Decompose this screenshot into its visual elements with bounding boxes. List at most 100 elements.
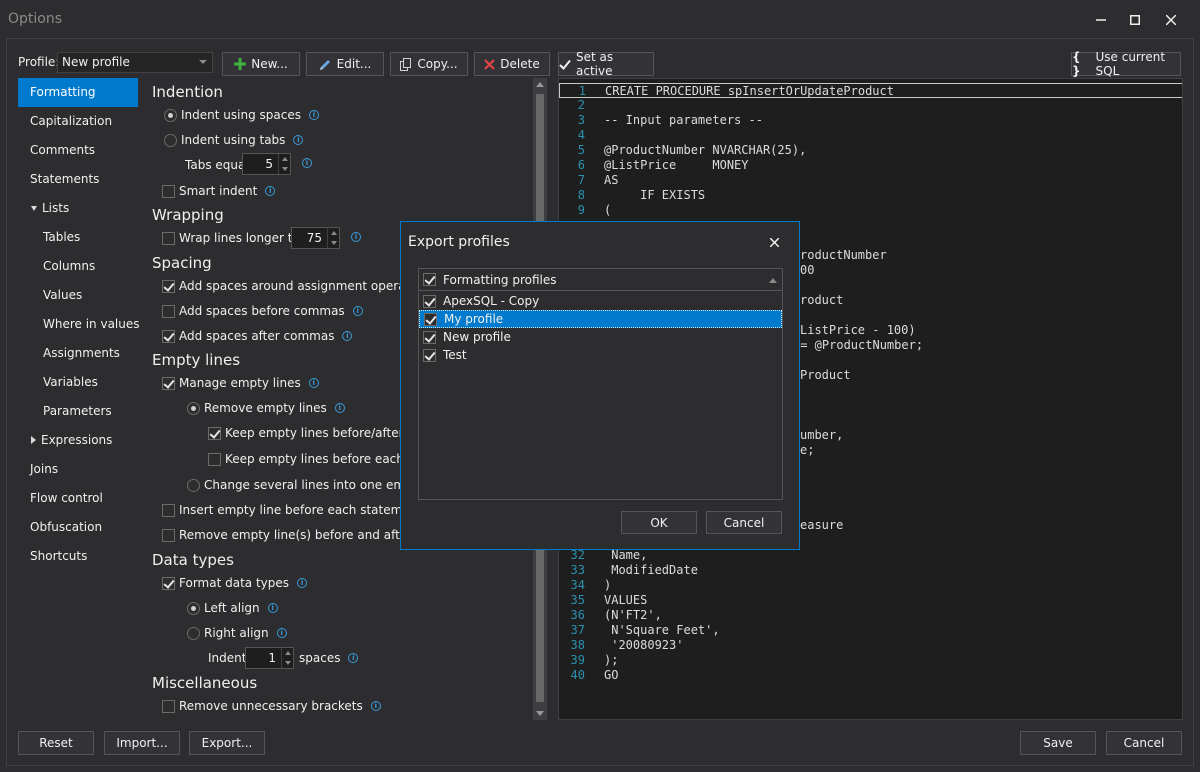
nav-item-capitalization[interactable]: Capitalization <box>30 114 113 128</box>
export-button[interactable]: Export... <box>189 731 265 755</box>
dialog-cancel-button[interactable]: Cancel <box>706 511 782 534</box>
profile-row[interactable]: My profile <box>419 310 782 328</box>
code-line: 3-- Input parameters -- <box>577 113 763 127</box>
profile-select[interactable]: New profile <box>57 52 213 73</box>
import-button[interactable]: Import... <box>104 731 180 755</box>
nav-item-variables[interactable]: Variables <box>43 375 98 389</box>
format-datatypes-checkbox[interactable] <box>162 576 175 590</box>
profile-checkbox[interactable] <box>424 312 437 326</box>
nav-item-expressions[interactable]: Expressions <box>18 426 138 455</box>
dialog-close-button[interactable] <box>764 232 784 252</box>
tabs-equal-stepper[interactable]: 5 <box>242 153 291 175</box>
indent-spaces-radio[interactable] <box>164 108 177 122</box>
remove-brackets-checkbox[interactable] <box>162 699 175 713</box>
remove-brackets-label: Remove unnecessary brackets <box>179 699 363 713</box>
nav-item-statements[interactable]: Statements <box>30 172 100 186</box>
remove-empty-radio[interactable] <box>187 401 200 415</box>
ok-button[interactable]: OK <box>621 511 697 534</box>
nav-item-tables[interactable]: Tables <box>43 230 81 244</box>
remove-before-after-option[interactable]: Remove empty line(s) before and after th… <box>162 528 452 542</box>
close-button[interactable] <box>1154 8 1188 32</box>
nav-item-values[interactable]: Values <box>43 288 83 302</box>
edit-button[interactable]: Edit... <box>306 52 384 76</box>
up-arrow-icon[interactable] <box>284 651 291 655</box>
profile-checkbox[interactable] <box>423 348 436 362</box>
maximize-button[interactable] <box>1118 8 1152 32</box>
nav-item-lists[interactable]: Lists <box>18 194 138 223</box>
change-several-option[interactable]: Change several lines into one empty line <box>187 478 450 492</box>
keep-before-after-option[interactable]: Keep empty lines before/after comm <box>208 426 445 440</box>
keep-before-after-checkbox[interactable] <box>208 426 221 440</box>
profile-row[interactable]: New profile <box>419 328 782 346</box>
up-arrow-icon[interactable] <box>330 231 337 235</box>
copy-button[interactable]: Copy... <box>390 52 468 76</box>
change-several-radio[interactable] <box>187 478 200 492</box>
wrap-lines-stepper[interactable]: 75 <box>291 227 340 249</box>
scroll-up-icon[interactable] <box>536 82 544 87</box>
delete-button[interactable]: Delete <box>474 52 550 76</box>
nav-item-comments[interactable]: Comments <box>30 143 96 157</box>
left-align-radio[interactable] <box>187 601 200 615</box>
nav-item-where-in-values[interactable]: Where in values <box>43 317 140 331</box>
smart-indent-checkbox[interactable] <box>162 184 175 198</box>
cancel-button[interactable]: Cancel <box>1106 731 1182 755</box>
indent-stepper[interactable]: 1 <box>245 647 294 669</box>
nav-item-columns[interactable]: Columns <box>43 259 96 273</box>
new-button[interactable]: New... <box>222 52 300 76</box>
spaces-after-commas-checkbox[interactable] <box>162 329 175 343</box>
profile-row[interactable]: Test <box>419 346 782 364</box>
manage-empty-checkbox[interactable] <box>162 376 175 390</box>
remove-before-after-checkbox[interactable] <box>162 528 175 542</box>
sort-arrow-icon[interactable] <box>769 278 777 283</box>
nav-item-flow-control[interactable]: Flow control <box>30 491 103 505</box>
profiles-list-header[interactable]: Formatting profiles <box>419 269 782 291</box>
right-align-radio[interactable] <box>187 626 200 640</box>
nav-item-obfuscation[interactable]: Obfuscation <box>30 520 103 534</box>
insert-empty-option[interactable]: Insert empty line before each statementi <box>162 503 440 517</box>
nav-item-joins[interactable]: Joins <box>30 462 59 476</box>
nav-item-shortcuts[interactable]: Shortcuts <box>30 549 88 563</box>
use-current-sql-button[interactable]: { } Use current SQL <box>1071 50 1181 78</box>
spaces-before-commas-checkbox[interactable] <box>162 304 175 318</box>
minimize-button[interactable] <box>1084 8 1118 32</box>
profiles-list[interactable]: Formatting profiles ApexSQL - Copy My pr… <box>418 268 783 500</box>
spaces-assign-checkbox[interactable] <box>162 279 175 293</box>
nav-item-assignments[interactable]: Assignments <box>43 346 120 360</box>
profile-checkbox[interactable] <box>423 330 436 344</box>
reset-button[interactable]: Reset <box>18 731 94 755</box>
insert-empty-checkbox[interactable] <box>162 503 175 517</box>
scroll-down-icon[interactable] <box>536 711 544 716</box>
keep-before-each-option[interactable]: Keep empty lines before each staten <box>208 452 446 466</box>
down-arrow-icon[interactable] <box>330 241 337 245</box>
down-arrow-icon[interactable] <box>281 167 288 171</box>
nav-item-parameters[interactable]: Parameters <box>43 404 112 418</box>
up-arrow-icon[interactable] <box>281 157 288 161</box>
wrap-lines-option[interactable]: Wrap lines longer than <box>162 231 315 245</box>
down-arrow-icon[interactable] <box>284 661 291 665</box>
section-data-types: Data types <box>152 551 234 569</box>
nav-item-formatting[interactable]: Formatting <box>18 78 138 107</box>
keep-before-each-checkbox[interactable] <box>208 452 221 466</box>
profile-row[interactable]: ApexSQL - Copy <box>419 292 782 310</box>
tabs-equal-info: i <box>294 158 312 168</box>
select-all-checkbox[interactable] <box>423 273 436 286</box>
save-button[interactable]: Save <box>1020 731 1096 755</box>
set-as-active-button[interactable]: Set as active <box>558 50 654 78</box>
set-as-active-label: Set as active <box>576 50 614 78</box>
profile-checkbox[interactable] <box>423 294 436 308</box>
indent-tabs-radio[interactable] <box>164 133 177 147</box>
section-miscellaneous: Miscellaneous <box>152 674 258 692</box>
wrap-lines-checkbox[interactable] <box>162 231 175 245</box>
